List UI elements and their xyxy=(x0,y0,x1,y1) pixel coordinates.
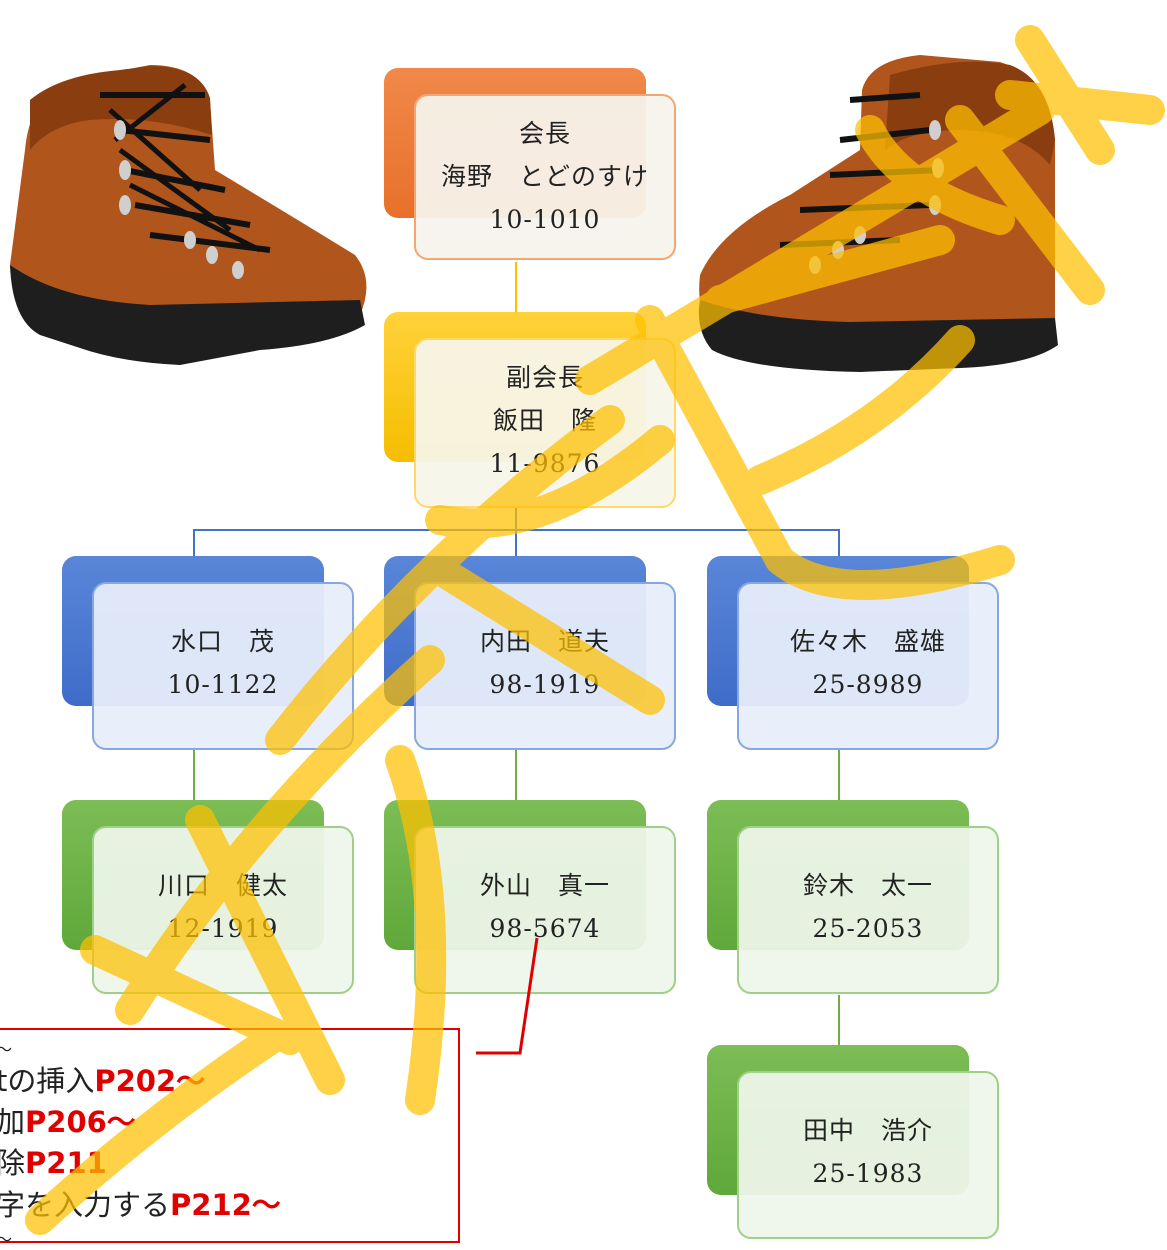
chairman-name: 海野 とどのすけ xyxy=(440,162,649,191)
callout-top-mark: 〜 xyxy=(0,1036,12,1060)
callout-line: 字を入力するP212〜 xyxy=(0,1182,281,1224)
chairman-role: 会長 xyxy=(518,119,571,148)
callout-line-text: 加 xyxy=(0,1105,26,1139)
left-boot-image xyxy=(10,65,367,365)
vice-chairman-role: 副会長 xyxy=(505,363,584,392)
member-name: 佐々木 盛雄 xyxy=(789,627,946,656)
callout-line-text: 除 xyxy=(0,1146,26,1180)
callout-line-page: P206〜 xyxy=(25,1105,136,1139)
chairman-ext: 10-1010 xyxy=(489,205,601,234)
callout-line-page: P212〜 xyxy=(170,1188,281,1222)
member-ext: 25-1983 xyxy=(812,1159,924,1188)
member-name: 田中 浩介 xyxy=(802,1116,933,1145)
watermark-strokes xyxy=(25,25,1165,1235)
member-name: 鈴木 太一 xyxy=(802,871,933,900)
callout-line-text: tの挿入 xyxy=(0,1064,95,1098)
callout-box: 〜 tの挿入P202〜 加P206〜 除P211 字を入力するP212〜 〜 xyxy=(0,1028,460,1249)
member-ext: 98-5674 xyxy=(489,914,601,943)
member-name: 外山 真一 xyxy=(479,871,610,900)
callout-line: 加P206〜 xyxy=(0,1099,136,1141)
member-ext: 10-1122 xyxy=(167,670,279,699)
member-name: 水口 茂 xyxy=(170,627,275,656)
member-ext: 25-2053 xyxy=(812,914,924,943)
member-ext: 25-8989 xyxy=(812,670,924,699)
